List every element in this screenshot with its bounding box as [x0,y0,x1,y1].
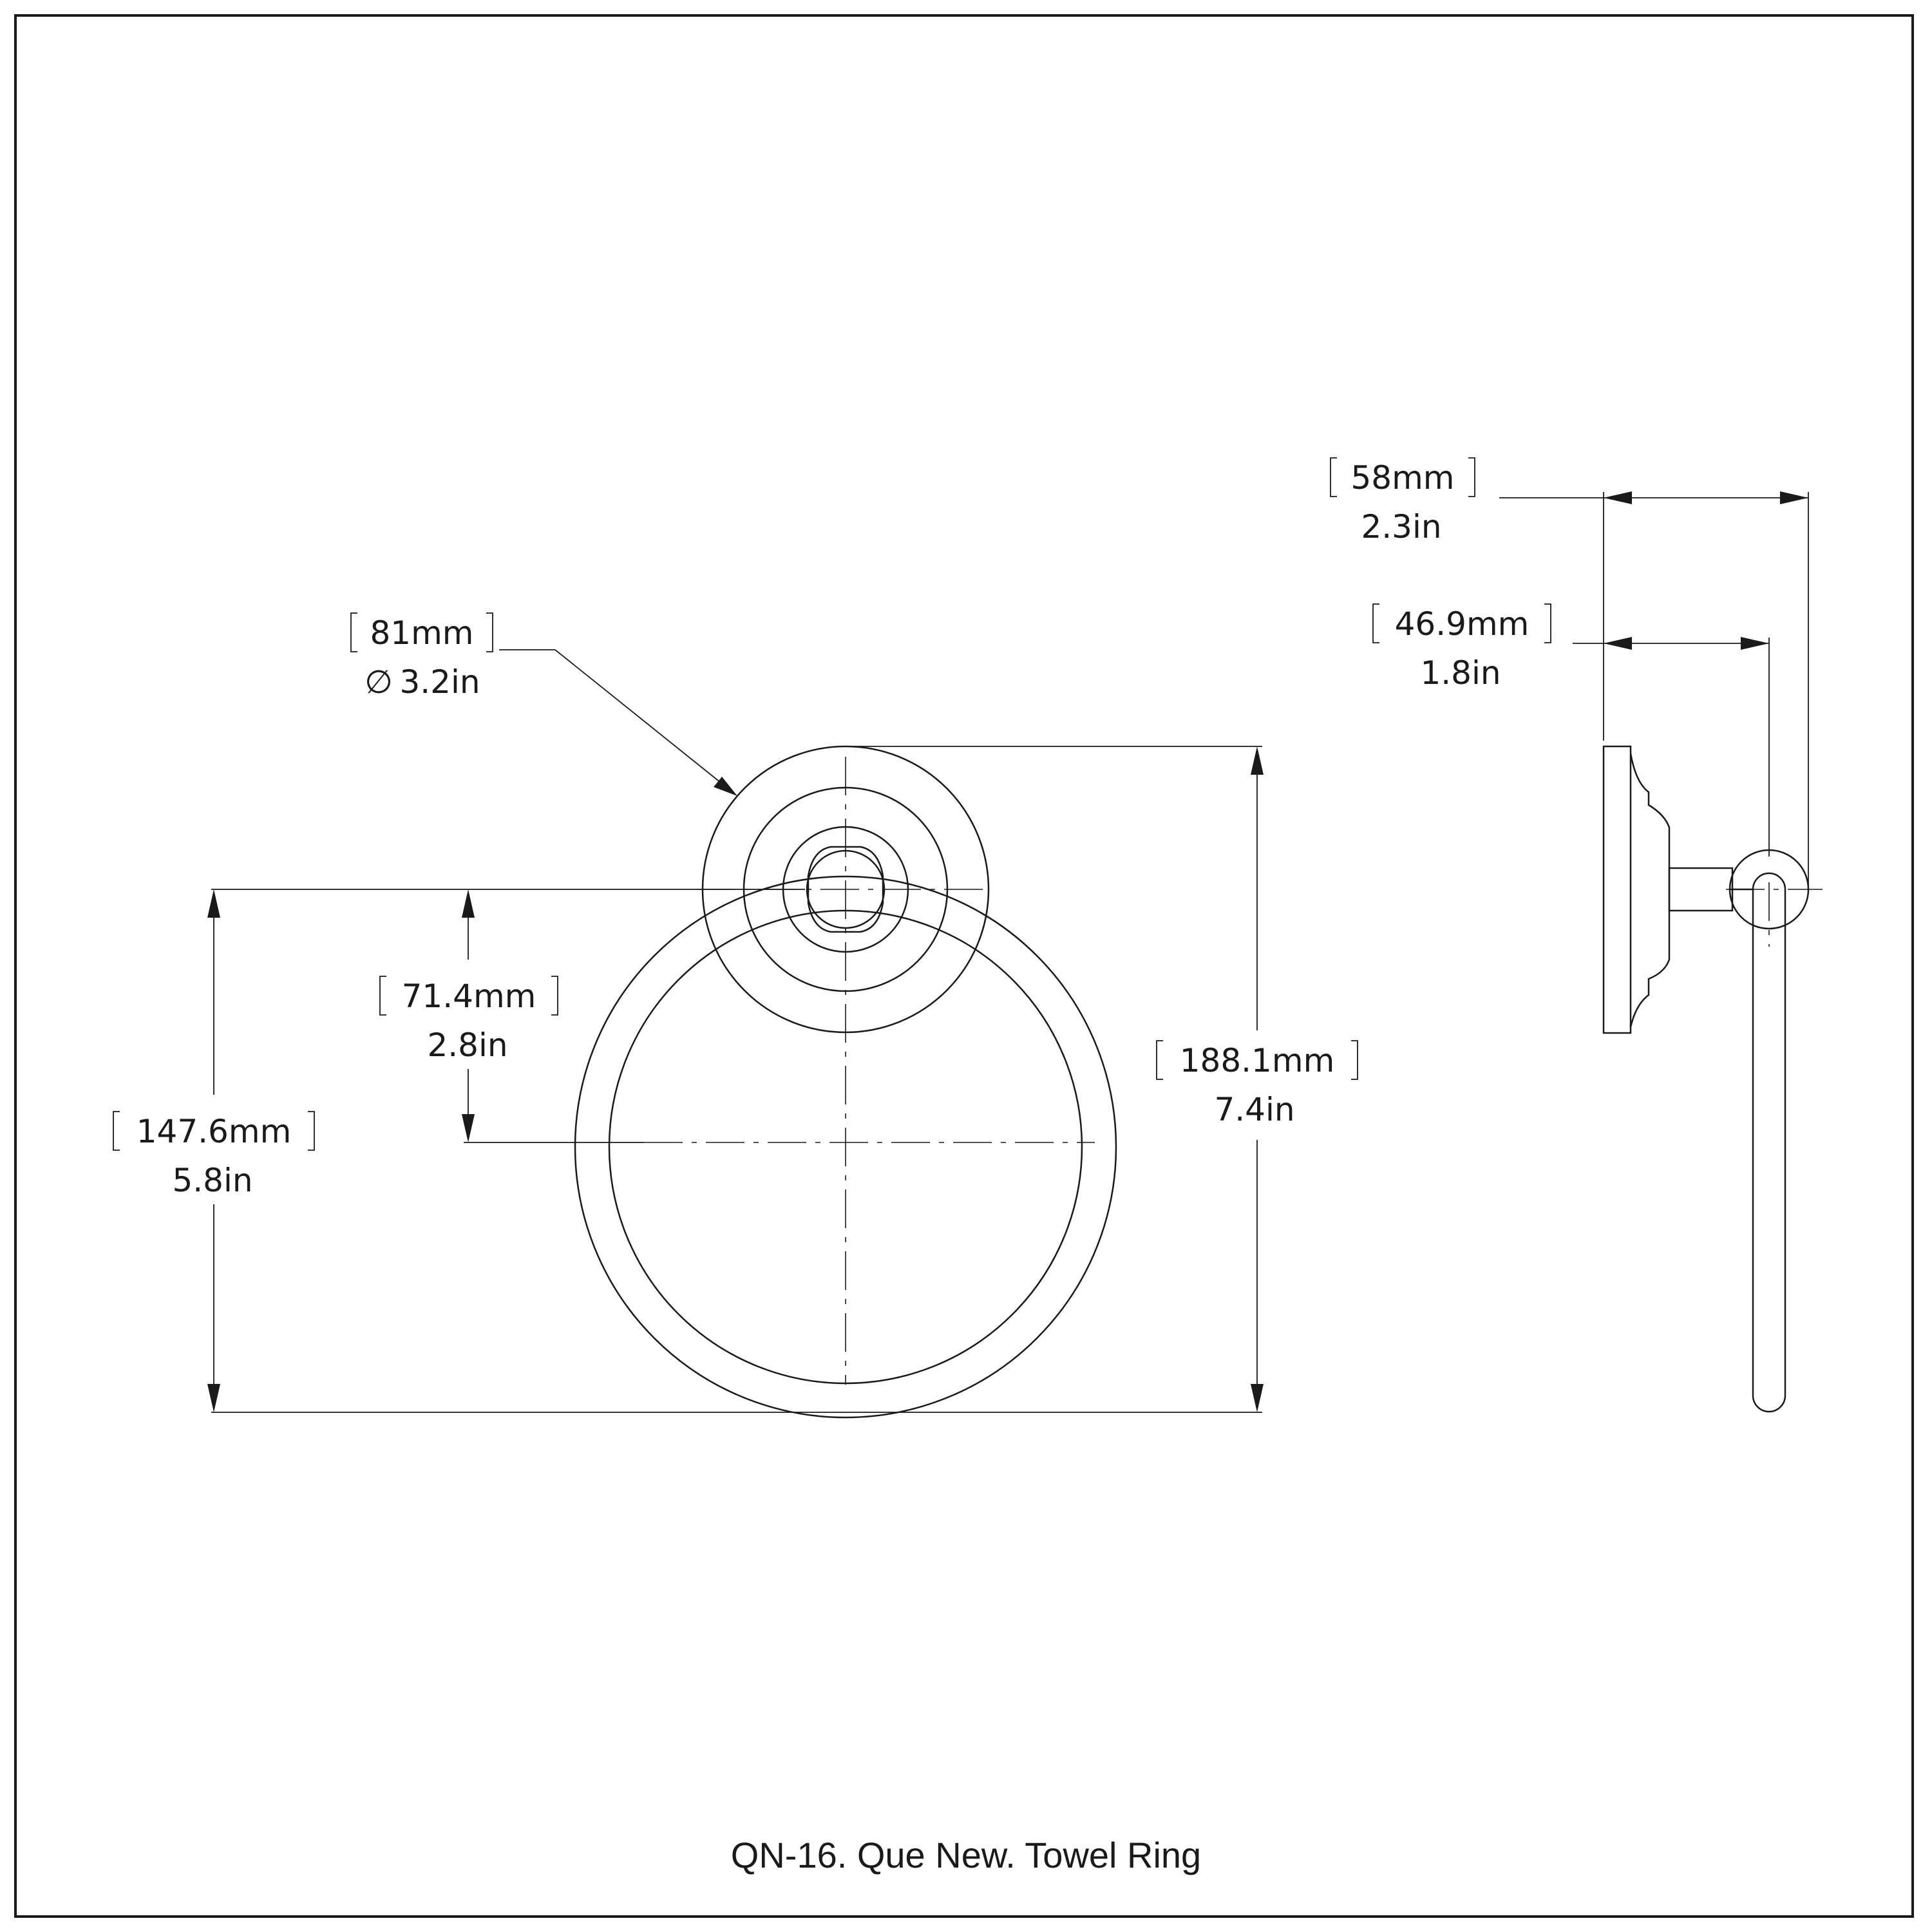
label-brackets [113,457,1551,1151]
dim-58mm-line [1499,491,1808,504]
dim-188mm-in: 7.4in [1214,1091,1294,1128]
side-escutcheon-profile [1629,753,1671,1028]
dim-71mm-line [462,889,475,1142]
drawing-caption: QN-16. Que New. Towel Ring [730,1835,1202,1875]
ring-outer-circle [574,875,1117,1419]
diameter-symbol: ∅ [365,663,393,701]
ring-hanger-collar [807,846,884,933]
side-view [1602,745,1823,1413]
side-post [1668,867,1734,912]
dim-147mm-mm: 147.6mm [137,1113,292,1150]
dim-58mm-in: 2.3in [1361,508,1441,545]
front-view [574,745,1117,1419]
dim-81mm-mm: 81mm [370,614,473,652]
dim-46mm-line [1573,637,1769,650]
dim-labels: 81mm ∅ 3.2in 71.4mm 2.8in 147.6mm 5.8in … [137,459,1530,1199]
drawing-border [14,14,1914,1918]
dim-147mm-line [207,889,220,1412]
dim-81mm-leader [499,649,737,796]
dim-46mm-in: 1.8in [1420,654,1501,692]
side-extension-lines [1603,492,1809,889]
dim-71mm-mm: 71.4mm [402,978,536,1015]
dim-58mm-mm: 58mm [1350,459,1454,497]
dim-71mm-in: 2.8in [427,1027,507,1064]
side-backplate [1602,745,1632,1034]
dim-46mm-mm: 46.9mm [1395,605,1530,643]
dim-147mm-in: 5.8in [172,1162,252,1199]
extension-lines [211,746,1262,1413]
dim-81mm-in: 3.2in [399,663,480,701]
dim-188mm-line [1251,746,1264,1412]
side-ring-bar [1752,872,1786,1413]
dim-188mm-mm: 188.1mm [1180,1042,1335,1079]
